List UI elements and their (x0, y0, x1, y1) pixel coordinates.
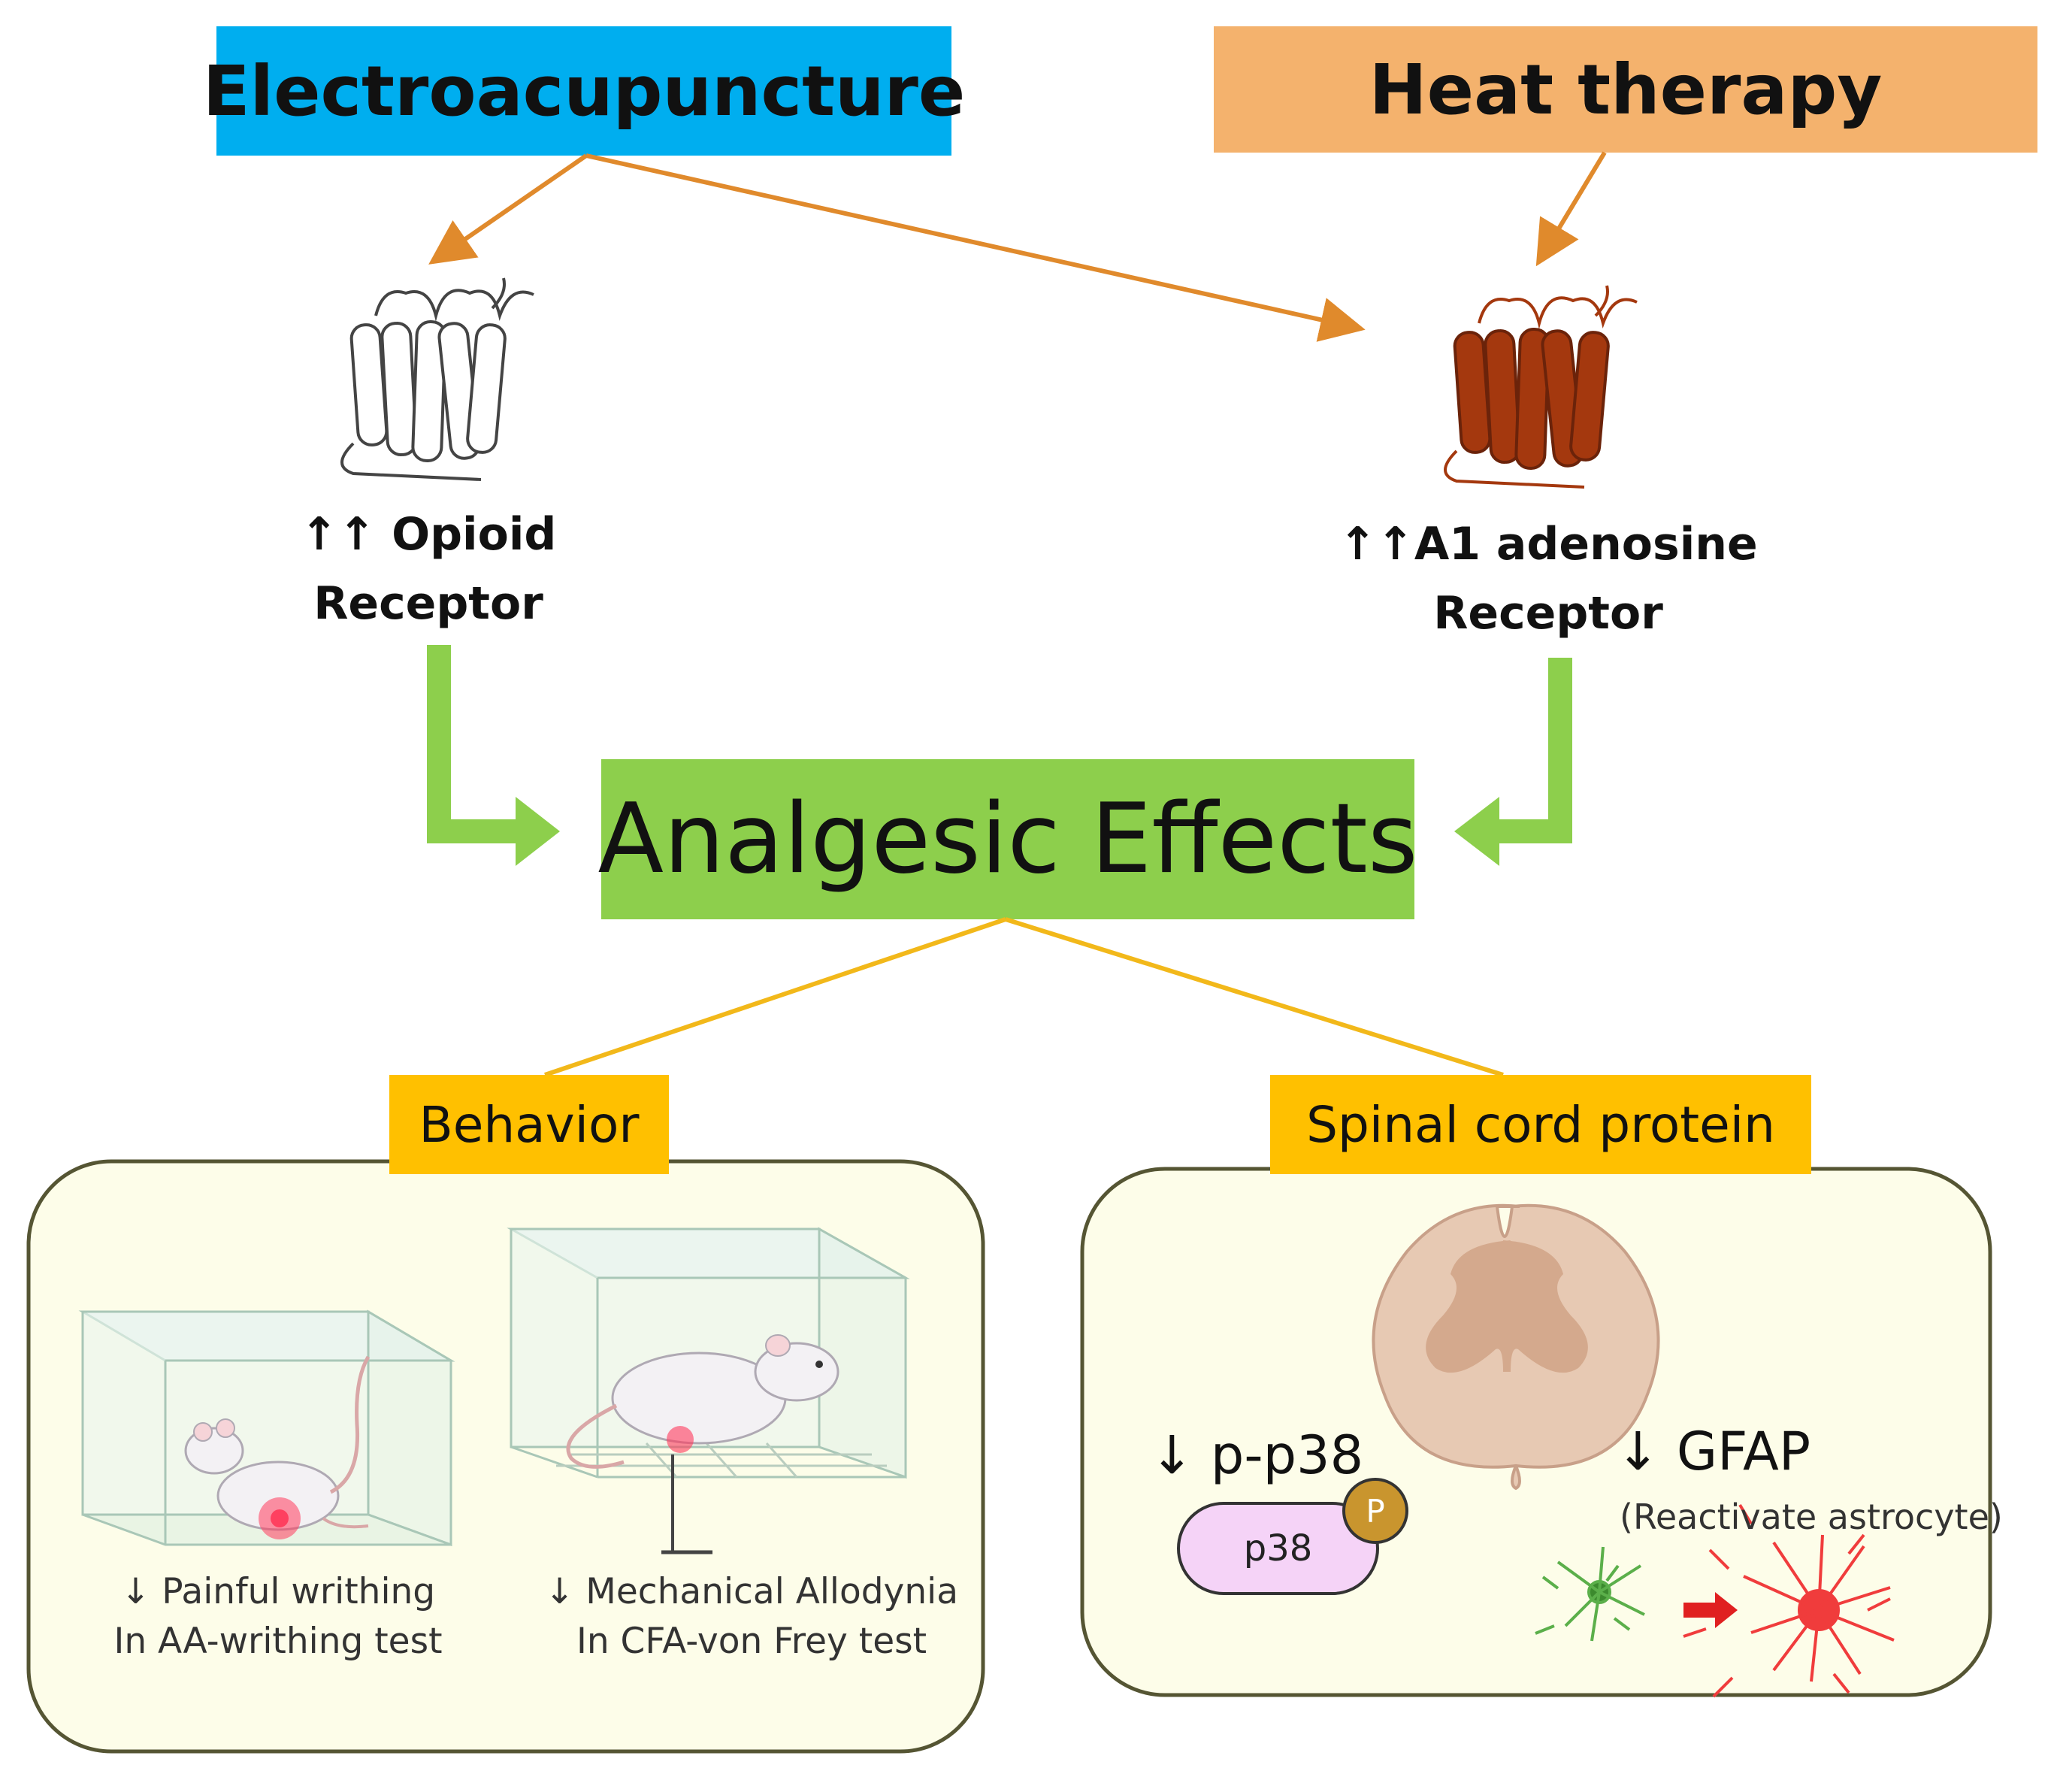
spinal-cord-protein-label: Spinal cord protein (1306, 1095, 1775, 1154)
yellow-line-spinal (1005, 917, 1504, 1077)
gfap-label: ↓ GFAP (1616, 1421, 1811, 1482)
yellow-line-behavior (544, 917, 1006, 1077)
opioid-receptor-icon (340, 277, 534, 481)
a1-adenosine-receptor-icon (1444, 285, 1638, 489)
reactivation-arrow (1683, 1592, 1738, 1628)
a1-receptor-label-line1: ↑↑A1 adenosine (1339, 518, 1758, 571)
opioid-receptor-label-line2: Receptor (313, 577, 543, 630)
arrow-ea-to-a1 (585, 153, 1366, 342)
heat-therapy-box (1214, 26, 2037, 153)
arrow-ht-to-a1 (1535, 151, 1607, 267)
gfap-note: (Reactivate astrocyte) (1620, 1497, 2003, 1537)
pp38-label: ↓ p-p38 (1150, 1424, 1364, 1486)
von-frey-mouse-icon (566, 1334, 839, 1554)
green-arrow-right (1454, 658, 1572, 866)
allodynia-result-line2: In CFA-von Frey test (576, 1621, 927, 1662)
analgesic-effects-label: Analgesic Effects (597, 783, 1418, 895)
writhing-result-line1: ↓ Painful writhing (120, 1571, 436, 1612)
electroacupuncture-label: Electroacupuncture (202, 50, 966, 132)
resting-astrocyte-icon (1535, 1546, 1645, 1642)
phospho-badge (1342, 1478, 1408, 1544)
behavior-label: Behavior (419, 1095, 640, 1154)
phospho-badge-label: P (1366, 1492, 1385, 1530)
arrow-ea-to-opioid (428, 153, 588, 265)
behavior-label-box (389, 1075, 669, 1174)
green-arrow-left (427, 645, 560, 866)
a1-receptor-label-line2: Receptor (1433, 587, 1663, 640)
opioid-receptor-label-line1: ↑↑ Opioid (300, 508, 557, 561)
spinal-label-box (1270, 1075, 1811, 1174)
writhing-result-line2: In AA-writhing test (113, 1621, 443, 1662)
reactive-astrocyte-icon (1683, 1503, 1895, 1698)
p38-pill (1177, 1502, 1379, 1595)
allodynia-result-line1: ↓ Mechanical Allodynia (544, 1571, 959, 1612)
analgesic-effects-box (601, 759, 1414, 919)
electroacupuncture-box (216, 26, 951, 156)
writhing-cage-icon (78, 1309, 455, 1547)
spinal-cord-icon (1372, 1203, 1660, 1491)
heat-therapy-label: Heat therapy (1369, 49, 1883, 130)
p38-pill-label: p38 (1243, 1527, 1313, 1570)
writhing-mouse-icon (184, 1355, 371, 1539)
